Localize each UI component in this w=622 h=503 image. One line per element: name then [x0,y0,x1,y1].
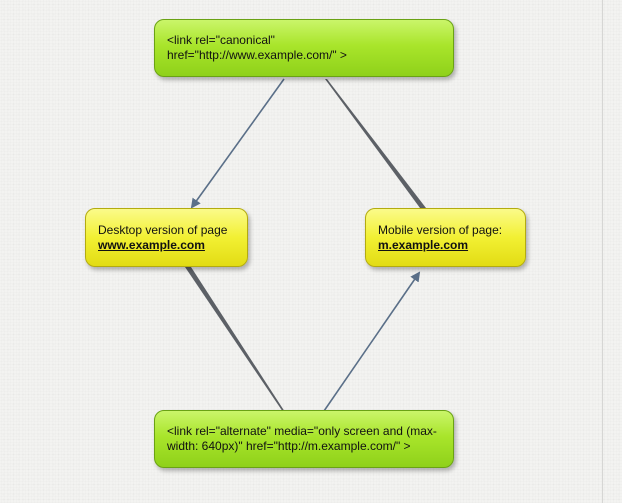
mobile-page-url: m.example.com [378,237,469,252]
edge-canonical-to-desktop [190,78,285,209]
edge-alternate-to-mobile [323,271,421,412]
canonical-link-node[interactable]: <link rel="canonical" href="http://www.e… [154,19,454,77]
edge-canonical-to-mobile [325,79,426,208]
canonical-link-text: <link rel="canonical" href="http://www.e… [167,33,347,62]
mobile-page-node[interactable]: Mobile version of page: m.example.com [365,208,526,267]
desktop-page-url: www.example.com [98,237,205,252]
desktop-page-node[interactable]: Desktop version of page www.example.com [85,208,248,267]
desktop-page-title: Desktop version of page [98,222,228,237]
alternate-link-text: <link rel="alternate" media="only screen… [167,424,437,453]
mobile-page-title: Mobile version of page: [378,222,503,237]
edge-desktop-to-alternate [185,267,285,412]
alternate-link-node[interactable]: <link rel="alternate" media="only screen… [154,410,454,468]
canvas-border [602,0,603,503]
